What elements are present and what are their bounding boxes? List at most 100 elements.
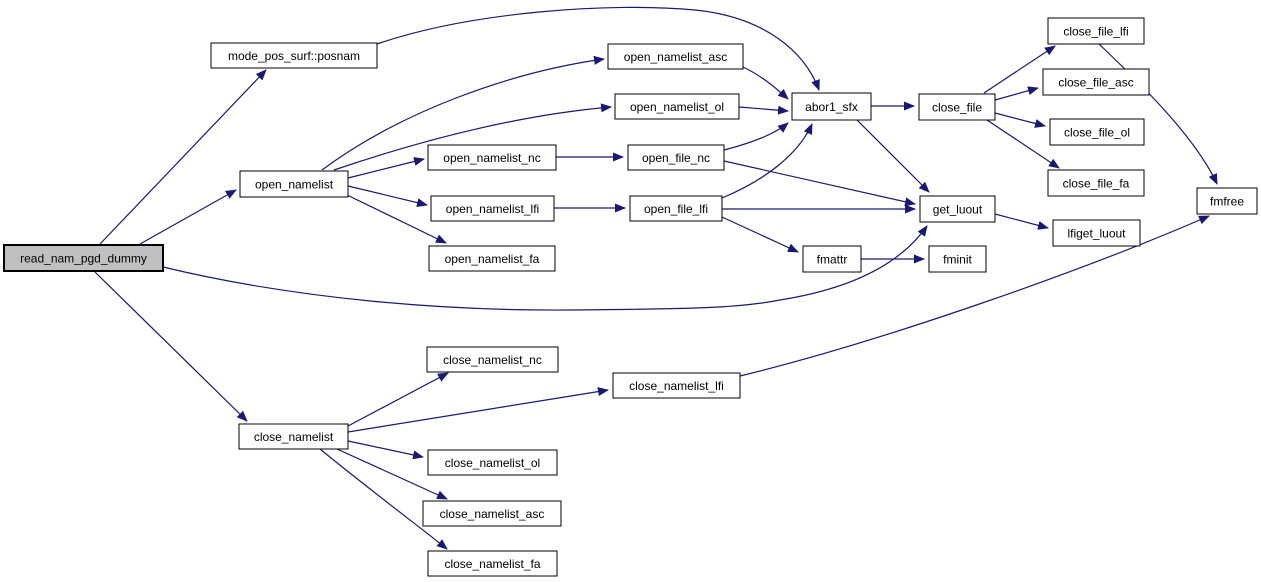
edge-close_file-to-close_file_lfi: [983, 45, 1056, 94]
node-box-fmfree[interactable]: [1196, 187, 1258, 215]
node-fminit[interactable]: fminit: [928, 245, 987, 273]
node-box-open_namelist[interactable]: [239, 170, 349, 198]
node-box-abor1_sfx[interactable]: [791, 92, 872, 121]
edge-get_luout-to-lfiget_luout: [994, 213, 1049, 230]
edge-close_namelist-to-close_namelist_lfi: [347, 387, 609, 433]
node-close_namelist_nc[interactable]: close_namelist_nc: [426, 346, 559, 373]
edge-close_namelist-to-close_namelist_asc: [336, 448, 448, 500]
node-box-close_namelist_nc[interactable]: [426, 346, 559, 373]
edge-open_file_nc-to-abor1_sfx: [723, 122, 789, 151]
node-label-fmfree: fmfree: [1210, 195, 1244, 209]
node-label-open_namelist_ol: open_namelist_ol: [630, 100, 724, 114]
node-close_namelist_asc[interactable]: close_namelist_asc: [422, 500, 562, 527]
edge-read_nam_pgd_dummy-to-open_namelist: [139, 189, 237, 245]
edge-abor1_sfx-to-get_luout: [856, 119, 930, 193]
edge-read_nam_pgd_dummy-to-mode_pos_surf_posnam: [99, 69, 267, 245]
node-box-open_namelist_lfi[interactable]: [430, 195, 555, 222]
node-open_namelist_asc[interactable]: open_namelist_asc: [607, 43, 744, 70]
node-box-read_nam_pgd_dummy[interactable]: [3, 244, 164, 272]
node-abor1_sfx[interactable]: abor1_sfx: [791, 92, 872, 121]
node-label-close_file_asc: close_file_asc: [1058, 76, 1133, 90]
node-label-close_namelist_ol: close_namelist_ol: [445, 456, 540, 470]
edge-open_namelist-to-open_namelist_nc: [347, 157, 425, 179]
node-box-get_luout[interactable]: [919, 195, 996, 223]
edge-open_namelist-to-open_namelist_ol: [333, 103, 612, 171]
node-label-open_namelist_nc: open_namelist_nc: [443, 151, 540, 165]
node-label-close_namelist_lfi: close_namelist_lfi: [629, 379, 724, 393]
node-close_file_lfi[interactable]: close_file_lfi: [1047, 17, 1145, 45]
node-close_file_fa[interactable]: close_file_fa: [1047, 169, 1145, 197]
node-box-mode_pos_surf_posnam[interactable]: [210, 42, 378, 69]
node-open_file_nc[interactable]: open_file_nc: [627, 144, 725, 171]
node-box-close_file[interactable]: [918, 93, 996, 121]
node-label-close_namelist_asc: close_namelist_asc: [440, 507, 545, 521]
node-label-open_namelist: open_namelist: [255, 178, 334, 192]
node-open_namelist_lfi[interactable]: open_namelist_lfi: [430, 195, 555, 222]
node-mode_pos_surf_posnam[interactable]: mode_pos_surf::posnam: [210, 42, 378, 69]
edge-mode_pos_surf_posnam-to-abor1_sfx: [376, 6, 820, 91]
node-box-close_file_fa[interactable]: [1047, 169, 1145, 197]
node-label-mode_pos_surf_posnam: mode_pos_surf::posnam: [228, 49, 360, 63]
node-label-open_file_lfi: open_file_lfi: [644, 202, 708, 216]
node-close_namelist_lfi[interactable]: close_namelist_lfi: [612, 372, 741, 399]
nodes-layer: read_nam_pgd_dummymode_pos_surf::posnamo…: [3, 17, 1258, 577]
node-close_file_ol[interactable]: close_file_ol: [1049, 118, 1145, 146]
node-box-close_file_lfi[interactable]: [1047, 17, 1145, 45]
node-label-abor1_sfx: abor1_sfx: [805, 100, 858, 114]
node-label-close_namelist: close_namelist: [254, 430, 334, 444]
node-label-close_file_fa: close_file_fa: [1063, 177, 1130, 191]
node-fmattr[interactable]: fmattr: [802, 245, 862, 273]
node-fmfree[interactable]: fmfree: [1196, 187, 1258, 215]
node-box-close_namelist_fa[interactable]: [427, 550, 558, 577]
node-label-get_luout: get_luout: [933, 203, 983, 217]
node-open_namelist_nc[interactable]: open_namelist_nc: [427, 144, 557, 171]
node-open_namelist[interactable]: open_namelist: [239, 170, 349, 198]
node-box-close_namelist[interactable]: [238, 423, 349, 450]
node-box-close_namelist_lfi[interactable]: [612, 372, 741, 399]
node-box-fminit[interactable]: [928, 245, 987, 273]
node-box-close_namelist_asc[interactable]: [422, 500, 562, 527]
edge-close_namelist_lfi-to-fmfree: [739, 215, 1210, 377]
edge-open_namelist-to-open_namelist_fa: [344, 193, 447, 244]
node-box-close_namelist_ol[interactable]: [427, 449, 558, 476]
edge-read_nam_pgd_dummy-to-get_luout: [162, 225, 928, 311]
node-box-lfiget_luout[interactable]: [1052, 219, 1141, 247]
edge-close_namelist-to-close_namelist_fa: [319, 448, 448, 550]
node-box-open_file_lfi[interactable]: [629, 195, 723, 222]
node-box-open_namelist_asc[interactable]: [607, 43, 744, 70]
node-open_namelist_ol[interactable]: open_namelist_ol: [614, 93, 740, 120]
edge-close_file-to-close_file_asc: [994, 86, 1039, 101]
node-label-close_file_lfi: close_file_lfi: [1063, 25, 1128, 39]
edge-close_file_lfi-to-fmfree: [1098, 43, 1218, 185]
node-get_luout[interactable]: get_luout: [919, 195, 996, 223]
edges-layer: [94, 6, 1218, 550]
node-box-open_namelist_ol[interactable]: [614, 93, 740, 120]
node-lfiget_luout[interactable]: lfiget_luout: [1052, 219, 1141, 247]
node-box-open_namelist_nc[interactable]: [427, 144, 557, 171]
node-close_namelist[interactable]: close_namelist: [238, 423, 349, 450]
node-open_namelist_fa[interactable]: open_namelist_fa: [428, 245, 556, 272]
node-close_file[interactable]: close_file: [918, 93, 996, 121]
node-box-fmattr[interactable]: [802, 245, 862, 273]
edge-open_namelist_asc-to-abor1_sfx: [742, 66, 789, 100]
node-open_file_lfi[interactable]: open_file_lfi: [629, 195, 723, 222]
edge-open_namelist-to-open_namelist_lfi: [347, 185, 428, 208]
node-close_namelist_fa[interactable]: close_namelist_fa: [427, 550, 558, 577]
node-label-open_namelist_lfi: open_namelist_lfi: [446, 202, 539, 216]
node-label-close_namelist_nc: close_namelist_nc: [443, 353, 542, 367]
edge-close_namelist-to-close_namelist_ol: [347, 440, 424, 460]
node-label-close_file: close_file: [932, 101, 982, 115]
node-box-open_file_nc[interactable]: [627, 144, 725, 171]
edge-open_file_lfi-to-fmattr: [721, 216, 799, 253]
node-close_file_asc[interactable]: close_file_asc: [1042, 68, 1150, 96]
node-box-close_file_asc[interactable]: [1042, 68, 1150, 96]
node-box-close_file_ol[interactable]: [1049, 118, 1145, 146]
node-close_namelist_ol[interactable]: close_namelist_ol: [427, 449, 558, 476]
node-read_nam_pgd_dummy[interactable]: read_nam_pgd_dummy: [3, 244, 164, 272]
node-box-open_namelist_fa[interactable]: [428, 245, 556, 272]
edge-read_nam_pgd_dummy-to-close_namelist: [94, 271, 248, 422]
edge-open_file_nc-to-get_luout: [723, 160, 916, 207]
node-label-open_file_nc: open_file_nc: [642, 151, 710, 165]
